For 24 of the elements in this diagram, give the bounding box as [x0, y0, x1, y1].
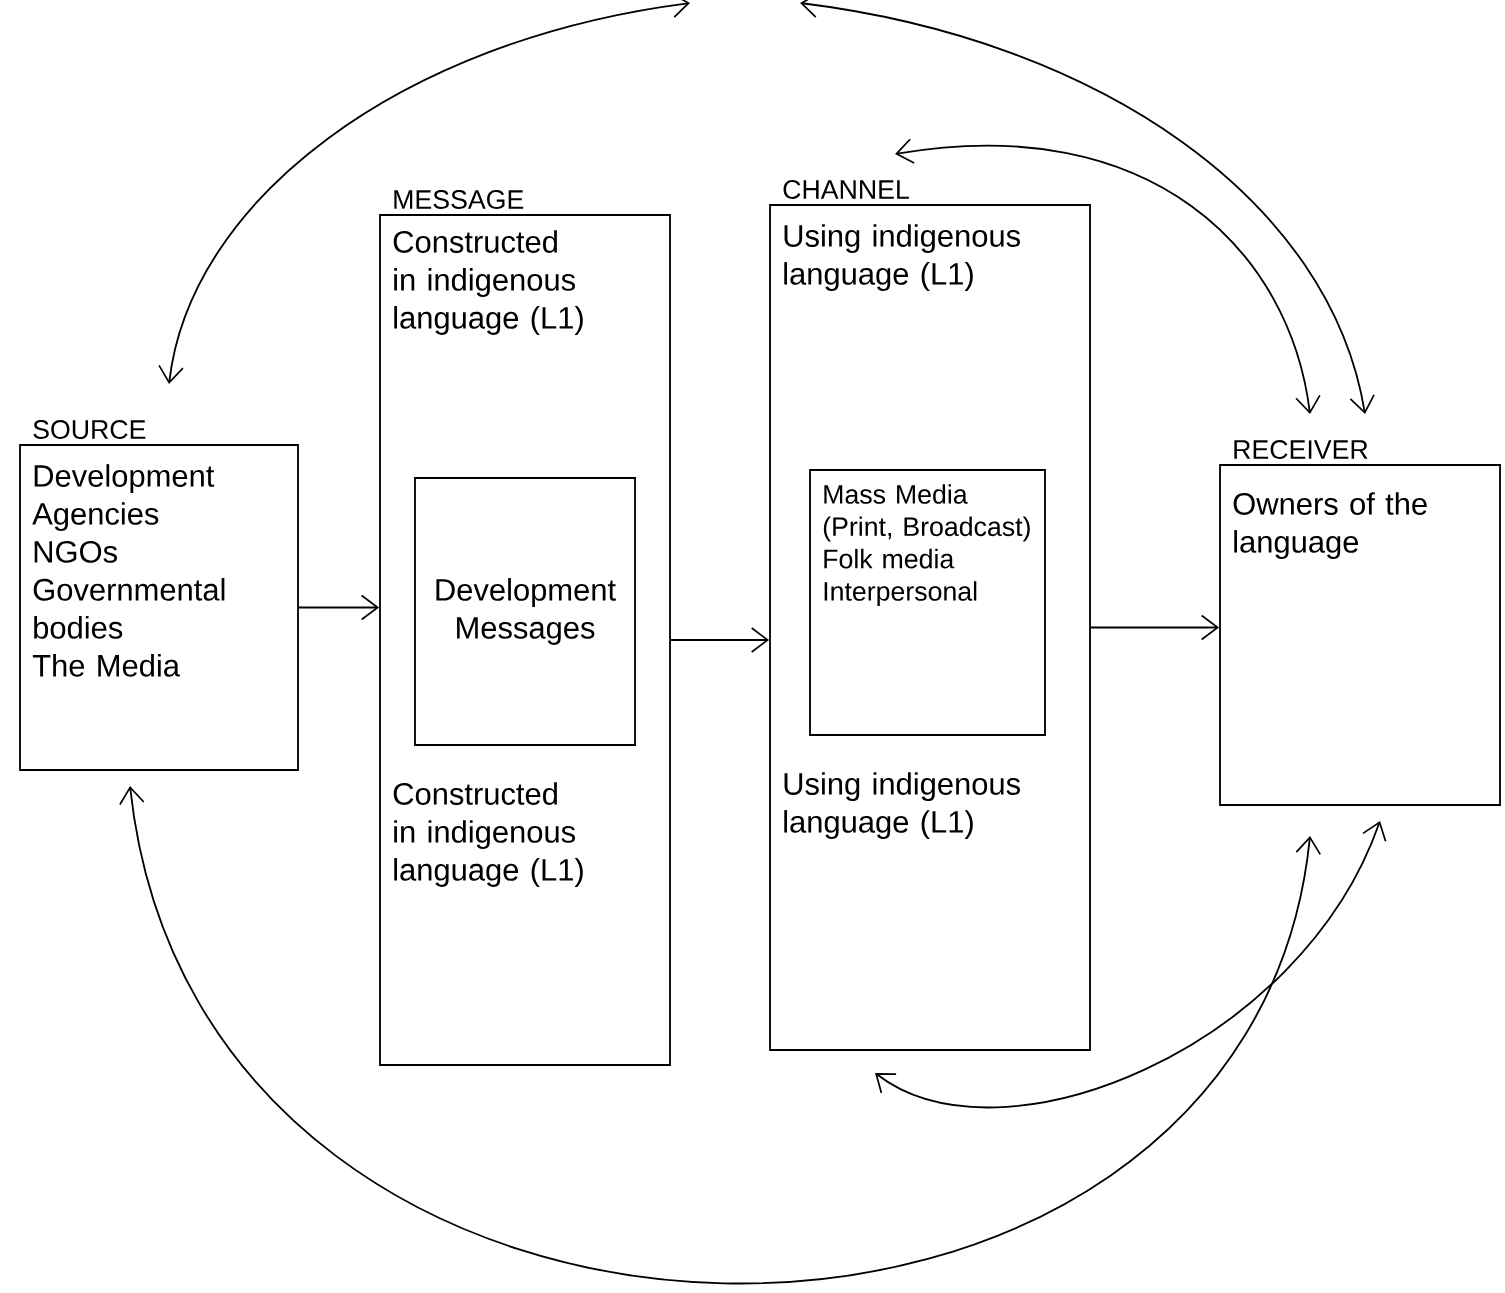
curved-arrow [158, 0, 690, 385]
box-text: Owners of the language [1233, 492, 1427, 559]
box-text: Using indigenous language (L1) [784, 772, 1020, 839]
node-label: Governmental bodies [33, 578, 225, 639]
curved-arrow [800, 0, 1375, 415]
box-heading: RECEIVER [1234, 440, 1368, 459]
arrow [1090, 614, 1220, 641]
box-text: Using indigenous language (L1) [784, 224, 1020, 291]
box-text: Constructed in indigenous language (L1) [393, 230, 583, 335]
box-text: Development Agencies NGOs Governmental bodies The Media [32, 464, 225, 677]
arrow [670, 627, 770, 653]
node-label: NGOs [34, 540, 117, 563]
box-text: Development Messages [436, 578, 616, 645]
box-heading: MESSAGE [394, 190, 524, 209]
box-text: Constructed in indigenous language (L1) [393, 782, 583, 887]
box-heading: SOURCE [33, 420, 146, 439]
curved-arrow [875, 820, 1387, 1109]
node-label: Development Agencies [32, 464, 215, 531]
curved-arrow [119, 785, 1322, 1285]
box-heading: CHANNEL [783, 180, 909, 199]
arrow [298, 594, 380, 621]
curved-arrow [895, 138, 1321, 415]
node-label: The Media [32, 653, 180, 677]
box-text: Mass Media (Print, Broadcast) Folk media Interpersonal [823, 484, 1030, 607]
